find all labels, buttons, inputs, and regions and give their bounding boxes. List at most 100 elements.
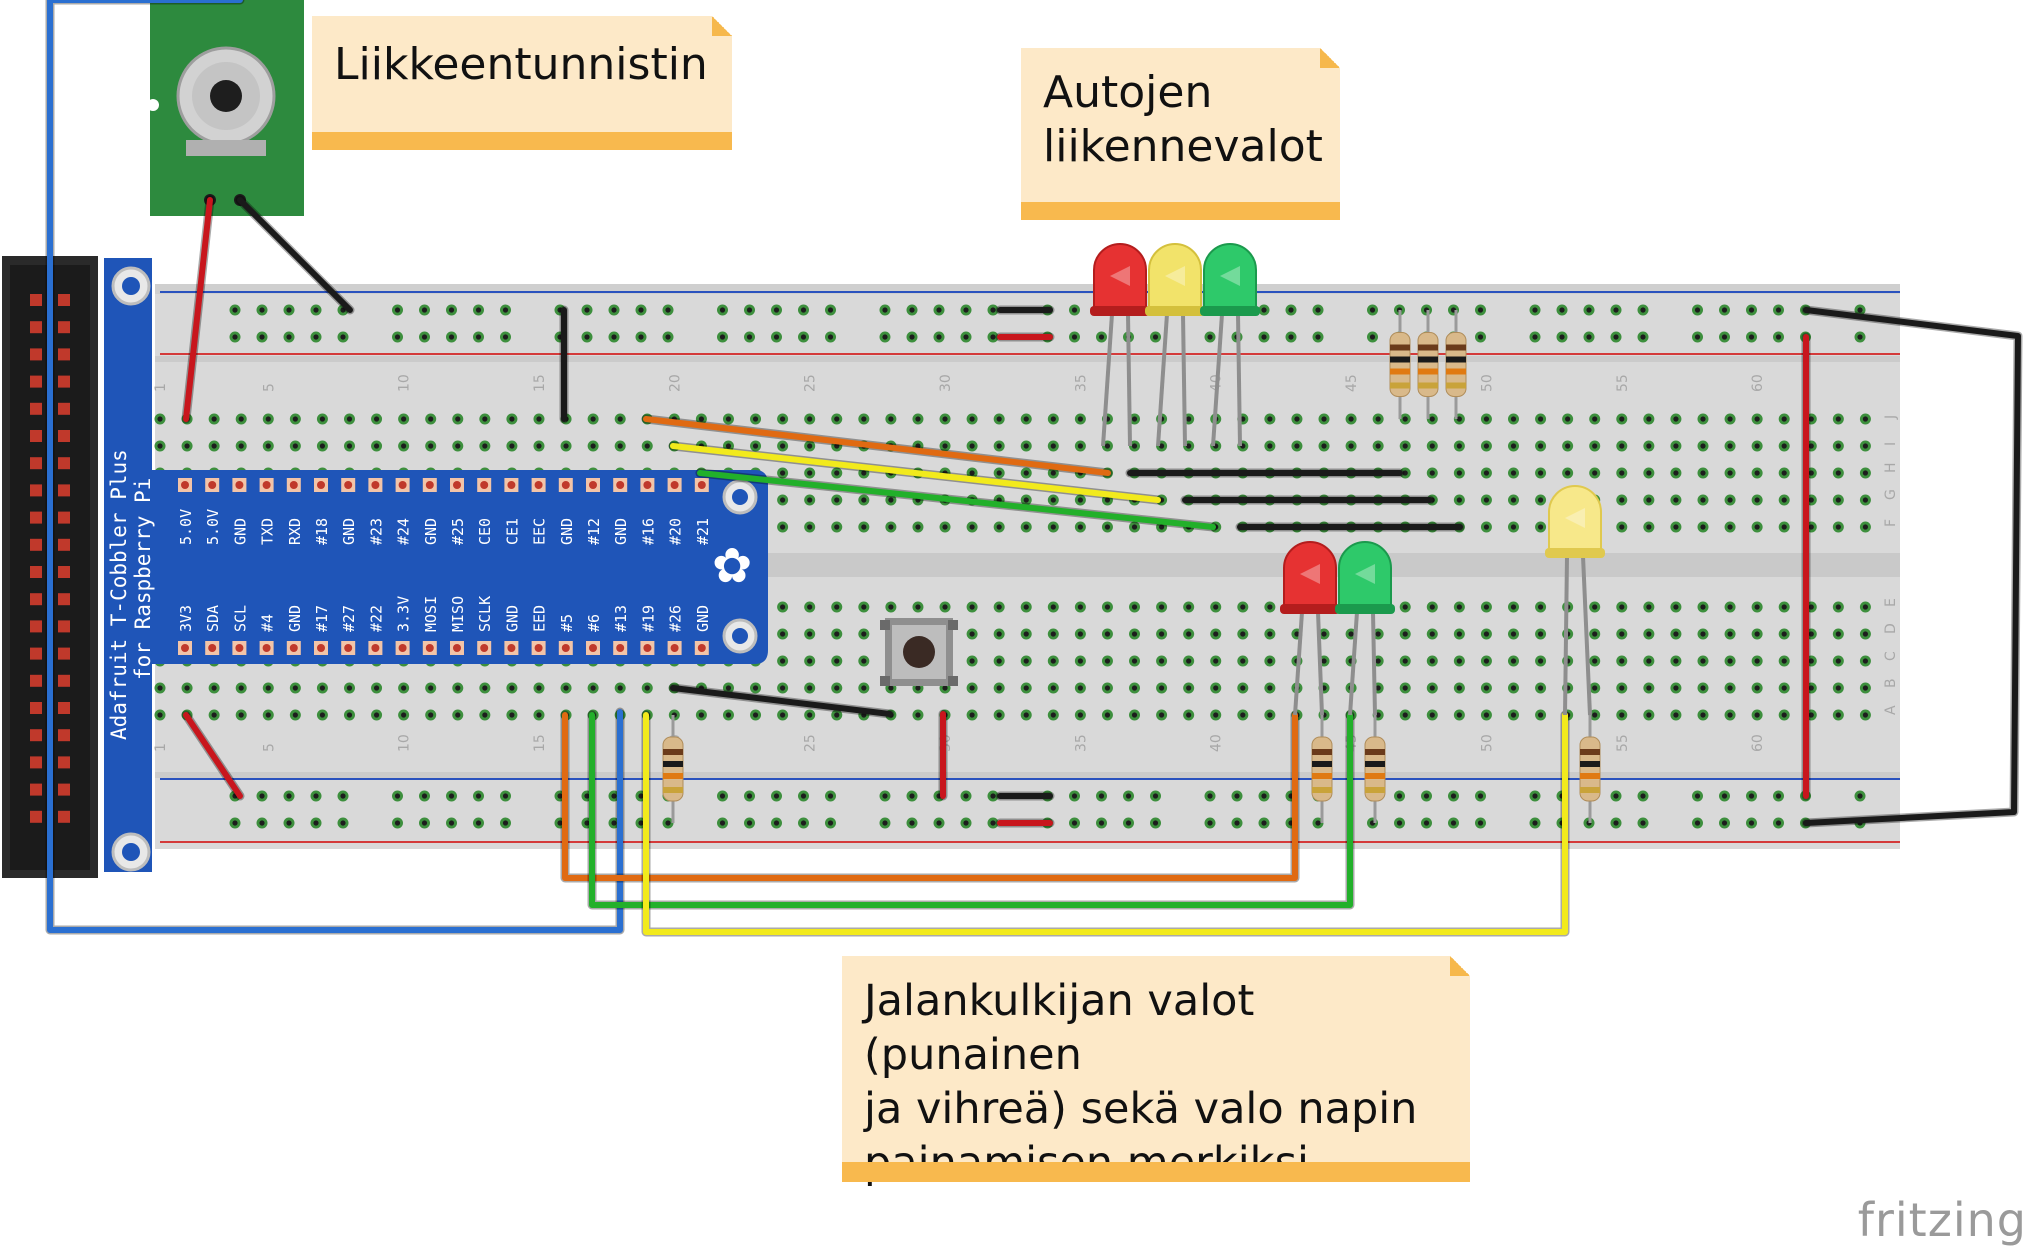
cobbler-pin-label: CE0: [476, 518, 494, 545]
wire-black: [237, 197, 353, 313]
cobbler-pin-label: GND: [231, 518, 249, 545]
cobbler-pin-label: #18: [313, 518, 331, 545]
column-number: 10: [397, 374, 413, 392]
cobbler-pin-label: SDA: [204, 605, 222, 632]
wire-yellow: [643, 712, 1568, 935]
row-letter: B: [1883, 678, 1899, 688]
row-letter: J: [1883, 415, 1899, 420]
row-letter: H: [1883, 462, 1899, 473]
column-number: 20: [667, 374, 683, 392]
cobbler-pin-label: #17: [313, 605, 331, 632]
cobbler-pin-label: #5: [558, 614, 576, 632]
cobbler-title: Adafruit T-Cobbler Plus: [107, 449, 131, 740]
cobbler-pin-label: GND: [612, 518, 630, 545]
wire-orange: [643, 416, 1111, 476]
cobbler-pin-label: MOSI: [422, 596, 440, 632]
cobbler-pin-label: GND: [340, 518, 358, 545]
ribbon-pin: [58, 294, 70, 306]
ribbon-pin: [58, 511, 70, 524]
ribbon-pin: [58, 321, 70, 334]
row-letter: F: [1883, 519, 1899, 527]
ribbon-pin: [58, 348, 70, 361]
column-number: 25: [803, 734, 819, 752]
ribbon-pin: [30, 430, 42, 442]
cobbler-pin-label: GND: [422, 518, 440, 545]
cobbler-pin-label: GND: [286, 605, 304, 632]
ribbon-pin: [30, 674, 42, 687]
wire-green: [589, 712, 1353, 908]
cobbler-pin-label: #12: [585, 518, 603, 545]
cobbler-pin-label: SCLK: [476, 596, 494, 632]
column-number: 1: [153, 743, 169, 752]
ribbon-pin: [30, 348, 42, 361]
column-number: 15: [532, 734, 548, 752]
note-pedestrian-lights: Jalankulkijan valot (punainen ja vihreä)…: [842, 956, 1470, 1188]
column-number: 25: [803, 374, 819, 392]
cobbler-pin-label: RXD: [286, 518, 304, 545]
ribbon-pin: [30, 294, 42, 306]
wire-black: [670, 685, 893, 717]
ribbon-pin: [30, 484, 42, 497]
column-number: 60: [1750, 734, 1766, 752]
row-letter: G: [1883, 489, 1899, 500]
cobbler-pin-label: #20: [667, 518, 685, 545]
column-number: 45: [1344, 374, 1360, 392]
cobbler-pin-label: #23: [367, 518, 385, 545]
ribbon-pin: [30, 729, 42, 742]
fritzing-logo: fritzing: [1857, 1193, 2027, 1247]
wire-red: [183, 712, 243, 799]
led-red: [1093, 243, 1147, 313]
cobbler-pin-label: #27: [340, 605, 358, 632]
ribbon-pin: [58, 457, 70, 470]
cobbler-pin-label: TXD: [259, 518, 277, 545]
cobbler-pin-label: 3V3: [177, 605, 195, 632]
ribbon-pin: [58, 729, 70, 742]
ribbon-pin: [58, 484, 70, 497]
cobbler-subtitle: for Raspberry Pi: [131, 478, 155, 680]
wire-yellow: [670, 443, 1161, 503]
wire-red: [183, 197, 213, 422]
flower-logo-icon: ✿: [712, 538, 752, 594]
cobbler-pin-label: 3.3V: [395, 596, 413, 632]
ribbon-pin: [58, 810, 70, 823]
cobbler-pin-label: EED: [531, 605, 549, 632]
ribbon-pin: [30, 538, 42, 551]
column-number: 40: [1209, 734, 1225, 752]
ribbon-pin: [58, 566, 70, 578]
column-number: 35: [1073, 734, 1089, 752]
column-number: 55: [1615, 374, 1631, 392]
column-number: 50: [1479, 374, 1495, 392]
ribbon-pin: [30, 566, 42, 578]
ribbon-pin: [30, 593, 42, 606]
wires: [45, 0, 2023, 937]
column-number: 30: [938, 374, 954, 392]
row-letter: A: [1883, 705, 1899, 715]
cobbler-pin-label: #13: [612, 605, 630, 632]
ribbon-pin: [30, 321, 42, 334]
cobbler-pin-label: GND: [694, 605, 712, 632]
cobbler-pin-label: #6: [585, 614, 603, 632]
note-car-lights-text: Autojen liikennevalot: [1043, 67, 1323, 172]
ribbon-pin: [30, 402, 42, 415]
leds: [1090, 243, 1605, 716]
cobbler-pin-label: EEC: [531, 518, 549, 545]
wire-blue: [47, 0, 623, 933]
pushbutton: [880, 618, 958, 686]
ribbon-pin: [30, 457, 42, 470]
led-green: [1338, 541, 1392, 611]
cobbler-pin-label: GND: [503, 605, 521, 632]
column-number: 5: [261, 743, 277, 752]
note-motion-sensor: Liikkeentunnistin: [312, 16, 732, 150]
row-letter: E: [1883, 598, 1899, 607]
ribbon-pin: [58, 783, 70, 796]
breadboard-labels: 1155101015152020252530303535404045455050…: [153, 374, 1899, 752]
ribbon-pin: [30, 702, 42, 714]
ribbon-pin: [58, 593, 70, 606]
ribbon-pin: [30, 756, 42, 769]
column-number: 60: [1750, 374, 1766, 392]
row-letter: I: [1883, 442, 1899, 446]
ribbon-pin: [30, 511, 42, 524]
led-yellow: [1548, 485, 1602, 555]
